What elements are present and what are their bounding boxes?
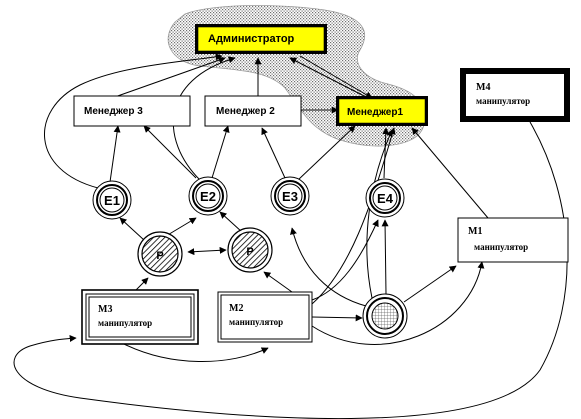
node-p1: P — [137, 231, 183, 277]
m2-line1: М2 — [229, 303, 243, 314]
edge-m3-m2 — [119, 341, 269, 363]
edge-p1-p2 — [187, 246, 227, 256]
admin-label: Администратор — [208, 33, 295, 45]
manager3-label: Менеджер 3 — [84, 106, 143, 117]
m4-line2: манипулятор — [476, 96, 530, 106]
edge-e2-manager3 — [143, 125, 197, 179]
edge-circle-e4 — [381, 219, 389, 295]
m3-line2: манипулятор — [98, 318, 152, 328]
e4-label: E4 — [377, 191, 394, 206]
edge-e2-manager2 — [211, 125, 230, 179]
node-m4: М4 манипулятор — [460, 68, 570, 122]
e1-label: E1 — [104, 193, 120, 208]
node-e2: E2 — [188, 176, 228, 216]
edge-circle-e3 — [290, 227, 367, 307]
node-p2: P — [227, 227, 273, 273]
e2-label: E2 — [200, 189, 216, 204]
edge-p2-e2 — [219, 211, 243, 233]
manager2-label: Менеджер 2 — [216, 106, 275, 117]
node-m1: М1 манипулятор — [457, 217, 569, 263]
node-m3: М3 манипулятор — [81, 289, 199, 345]
node-e3: E3 — [270, 176, 310, 216]
edge-m1-manager1 — [411, 127, 489, 219]
node-e4: E4 — [365, 178, 405, 218]
node-manager1: Менеджер1 — [336, 96, 428, 126]
edge-m2-p2 — [263, 271, 293, 293]
edge-e1-manager3 — [109, 125, 121, 183]
edge-e3-manager1 — [297, 125, 356, 181]
edge-manager1-admin — [289, 57, 369, 99]
node-grid-circle — [362, 293, 408, 339]
edge-circle-manager1 — [366, 129, 393, 299]
m3-line1: М3 — [98, 304, 112, 315]
e3-label: E3 — [282, 189, 298, 204]
m4-line1: М4 — [476, 82, 490, 93]
edge-m2-circle — [311, 314, 363, 322]
node-m2: М2 манипулятор — [217, 291, 313, 343]
edge-m2-manager1 — [311, 127, 396, 305]
edge-m2-m1 — [311, 261, 485, 345]
edge-p1-e1 — [119, 217, 145, 241]
edge-m4-m3 — [13, 121, 568, 419]
node-manager3: Менеджер 3 — [73, 95, 191, 127]
manager1-label: Менеджер1 — [347, 107, 403, 118]
edge-e3-manager2 — [261, 127, 286, 179]
m1-line2: манипулятор — [474, 242, 528, 252]
edge-admin-manager1 — [299, 55, 373, 99]
edges — [13, 53, 568, 419]
edge-p1-e2 — [165, 217, 197, 237]
p2-label: P — [246, 246, 253, 258]
admin-box — [197, 26, 325, 52]
edge-e4-manager1 — [382, 127, 390, 179]
node-e1: E1 — [92, 180, 132, 220]
edge-m3-p1 — [135, 277, 149, 291]
m1-line1: М1 — [468, 226, 482, 237]
node-admin: Администратор — [195, 24, 327, 54]
edge-manager3-admin — [111, 56, 226, 99]
node-manager2: Менеджер 2 — [204, 95, 302, 127]
m2-line2: манипулятор — [229, 317, 283, 327]
edge-e1-admin — [44, 53, 223, 189]
p1-label: P — [156, 250, 163, 262]
edge-circle-m1 — [403, 265, 457, 303]
